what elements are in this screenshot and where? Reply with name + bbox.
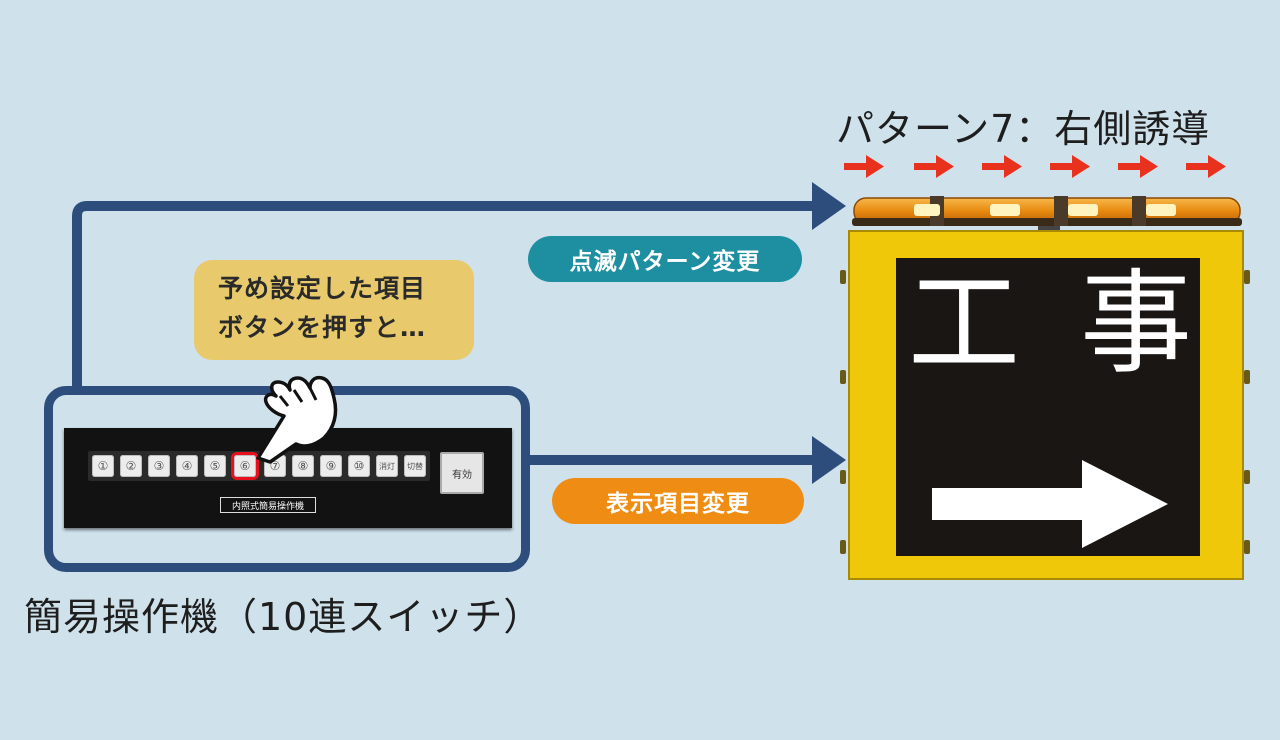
warning-light-bar: [852, 196, 1242, 240]
sign-bolt: [1244, 540, 1250, 554]
switch-2[interactable]: ②: [120, 455, 142, 477]
red-arrow-1: [844, 155, 884, 178]
switch-1[interactable]: ①: [92, 455, 114, 477]
switch-4[interactable]: ④: [176, 455, 198, 477]
callout-line-1: 予め設定した項目: [218, 274, 427, 303]
lower-arrowhead: [812, 436, 846, 484]
red-arrow-4: [1050, 155, 1090, 178]
pattern-title: パターン7：右側誘導: [836, 107, 1211, 151]
switch-8[interactable]: ⑧: [292, 455, 314, 477]
top-connector-line: [72, 201, 820, 392]
blink-pattern-change-label: 点滅パターン変更: [528, 236, 802, 282]
lamp-1: [914, 204, 940, 216]
sign-bolt: [840, 370, 846, 384]
switch-6-active[interactable]: ⑥: [234, 455, 256, 477]
controller-panel-label: 内照式簡易操作機: [220, 497, 316, 513]
red-arrow-2: [914, 155, 954, 178]
controller-caption: 簡易操作機（10連スイッチ）: [24, 595, 543, 639]
sign-bolt: [1244, 370, 1250, 384]
red-arrow-3: [982, 155, 1022, 178]
red-arrow-6: [1186, 155, 1226, 178]
sign-bolt: [840, 540, 846, 554]
sign-bolt: [840, 470, 846, 484]
sign-character-1: 工: [908, 259, 1020, 389]
instruction-callout: 予め設定した項目 ボタンを押すと…: [194, 260, 474, 360]
toggle-switch[interactable]: 切替: [404, 455, 426, 477]
switch-10[interactable]: ⑩: [348, 455, 370, 477]
lamp-2: [990, 204, 1020, 216]
callout-line-2: ボタンを押すと…: [218, 313, 427, 342]
red-direction-arrows: [844, 155, 1226, 178]
lamp-4: [1146, 204, 1176, 216]
sign-bolt: [840, 270, 846, 284]
sign-character-2: 事: [1080, 259, 1192, 389]
lights-off-switch[interactable]: 消灯: [376, 455, 398, 477]
sign-bolt: [1244, 470, 1250, 484]
sign-bolt: [1244, 270, 1250, 284]
switch-3[interactable]: ③: [148, 455, 170, 477]
sign-right-arrow-icon: [932, 460, 1168, 548]
switch-5[interactable]: ⑤: [204, 455, 226, 477]
valid-button[interactable]: 有効: [440, 452, 484, 494]
switch-9[interactable]: ⑨: [320, 455, 342, 477]
top-arrowhead: [812, 182, 846, 230]
lamp-3: [1068, 204, 1098, 216]
red-arrow-5: [1118, 155, 1158, 178]
pointing-hand-icon: [256, 375, 338, 464]
display-item-change-label: 表示項目変更: [552, 478, 804, 524]
